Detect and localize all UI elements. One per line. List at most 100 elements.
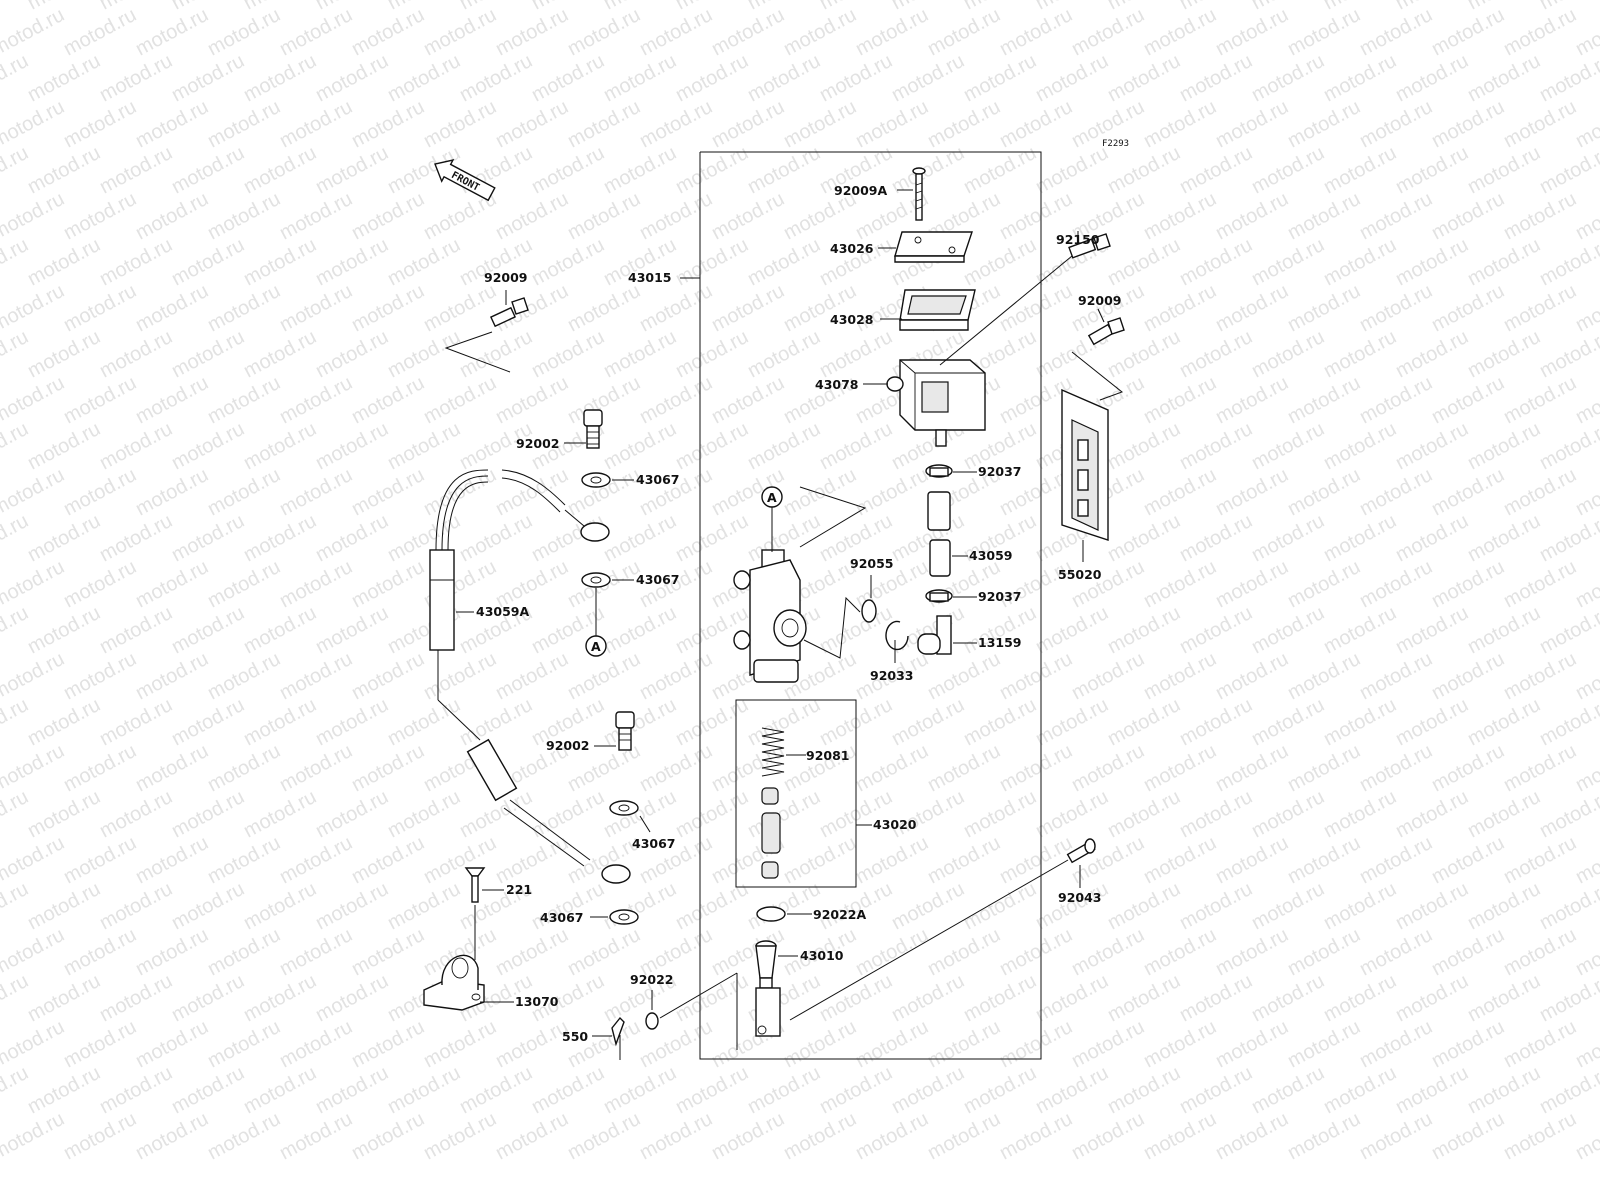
watermark-text: motod.ru — [1248, 0, 1328, 14]
watermark-text: motod.ru — [636, 4, 716, 60]
label-43067-1: 43067 — [636, 472, 680, 487]
watermark-text: motod.ru — [348, 188, 428, 244]
watermark-text: motod.ru — [348, 832, 428, 888]
watermark-text: motod.ru — [996, 1108, 1076, 1164]
watermark-text: motod.ru — [1500, 464, 1580, 520]
watermark-text: motod.ru — [240, 234, 320, 290]
watermark-text: motod.ru — [1140, 832, 1220, 888]
watermark-text: motod.ru — [744, 142, 824, 198]
watermark-text: motod.ru — [1284, 1016, 1364, 1072]
watermark-text: motod.ru — [168, 602, 248, 658]
watermark-text: motod.ru — [420, 280, 500, 336]
watermark-text: motod.ru — [1572, 1108, 1600, 1164]
watermark-text: motod.ru — [312, 602, 392, 658]
watermark-text: motod.ru — [888, 50, 968, 106]
watermark-text: motod.ru — [384, 326, 464, 382]
watermark-text: motod.ru — [348, 1108, 428, 1164]
watermark-text: motod.ru — [276, 556, 356, 612]
watermark-text: motod.ru — [1392, 234, 1472, 290]
watermark-text: motod.ru — [924, 648, 1004, 704]
watermark-text: motod.ru — [1032, 602, 1112, 658]
watermark-text: motod.ru — [60, 556, 140, 612]
watermark-text: motod.ru — [240, 142, 320, 198]
watermark-text: motod.ru — [1104, 418, 1184, 474]
watermark-text: motod.ru — [24, 50, 104, 106]
watermark-text: motod.ru — [456, 50, 536, 106]
watermark-text: motod.ru — [1248, 326, 1328, 382]
watermark-text: motod.ru — [1176, 50, 1256, 106]
watermark-text: motod.ru — [996, 924, 1076, 980]
screw-92009a-icon — [912, 167, 926, 221]
watermark-text: motod.ru — [1428, 372, 1508, 428]
watermark-text: motod.ru — [1392, 418, 1472, 474]
washer-92022-icon — [645, 1012, 659, 1030]
watermark-text: motod.ru — [1140, 188, 1220, 244]
watermark-text: motod.ru — [924, 96, 1004, 152]
watermark-text: motod.ru — [1248, 142, 1328, 198]
watermark-text: motod.ru — [1140, 464, 1220, 520]
watermark-text: motod.ru — [1428, 188, 1508, 244]
reservoir-43078-icon — [886, 359, 986, 447]
label-43067-3: 43067 — [632, 836, 676, 851]
watermark-text: motod.ru — [816, 0, 896, 14]
watermark-text: motod.ru — [24, 234, 104, 290]
label-43059a: 43059A — [476, 604, 529, 619]
washer-43067-3-icon — [609, 800, 639, 816]
watermark-text: motod.ru — [1176, 602, 1256, 658]
watermark-text: motod.ru — [1248, 602, 1328, 658]
ref-marker-a-left-label: A — [591, 639, 601, 654]
watermark-text: motod.ru — [1212, 648, 1292, 704]
watermark-text: motod.ru — [1500, 648, 1580, 704]
watermark-text: motod.ru — [168, 510, 248, 566]
front-arrow-icon: FRONT — [434, 159, 496, 202]
watermark-text: motod.ru — [1032, 0, 1112, 14]
label-92002-top: 92002 — [516, 436, 560, 451]
watermark-text: motod.ru — [1464, 418, 1544, 474]
watermark-text: motod.ru — [1248, 510, 1328, 566]
label-92022: 92022 — [630, 972, 674, 987]
watermark-text: motod.ru — [312, 878, 392, 934]
watermark-text: motod.ru — [204, 372, 284, 428]
label-43015: 43015 — [628, 270, 672, 285]
watermark-text: motod.ru — [816, 326, 896, 382]
watermark-text: motod.ru — [924, 4, 1004, 60]
watermark-text: motod.ru — [708, 4, 788, 60]
watermark-text: motod.ru — [312, 1062, 392, 1118]
watermark-text: motod.ru — [1392, 1062, 1472, 1118]
watermark-text: motod.ru — [1356, 648, 1436, 704]
watermark-text: motod.ru — [24, 142, 104, 198]
watermark-text: motod.ru — [600, 878, 680, 934]
label-92037-top: 92037 — [978, 464, 1022, 479]
watermark-text: motod.ru — [564, 372, 644, 428]
watermark-text: motod.ru — [312, 234, 392, 290]
watermark-text: motod.ru — [384, 234, 464, 290]
watermark-text: motod.ru — [1212, 464, 1292, 520]
piston-kit-box — [735, 699, 857, 888]
watermark-text: motod.ru — [960, 50, 1040, 106]
watermark-text: motod.ru — [996, 740, 1076, 796]
watermark-text: motod.ru — [1572, 280, 1600, 336]
label-43010: 43010 — [800, 948, 844, 963]
watermark-text: motod.ru — [528, 142, 608, 198]
watermark-text: motod.ru — [1068, 648, 1148, 704]
watermark-text: motod.ru — [600, 50, 680, 106]
watermark-text: motod.ru — [348, 464, 428, 520]
watermark-text: motod.ru — [1140, 1108, 1220, 1164]
watermark-text: motod.ru — [672, 418, 752, 474]
label-92002-bottom: 92002 — [546, 738, 590, 753]
watermark-text: motod.ru — [1464, 50, 1544, 106]
watermark-text: motod.ru — [132, 188, 212, 244]
watermark-text: motod.ru — [1284, 372, 1364, 428]
push-rod-43010-icon — [755, 940, 781, 1037]
watermark-text: motod.ru — [1572, 1016, 1600, 1072]
watermark-text: motod.ru — [348, 372, 428, 428]
watermark-text: motod.ru — [312, 0, 392, 14]
watermark-text: motod.ru — [1176, 0, 1256, 14]
watermark-text: motod.ru — [0, 878, 32, 934]
watermark-text: motod.ru — [132, 4, 212, 60]
watermark-text: motod.ru — [1212, 188, 1292, 244]
watermark-text: motod.ru — [852, 96, 932, 152]
diaphragm-43028-icon — [899, 289, 976, 331]
watermark-text: motod.ru — [1572, 648, 1600, 704]
watermark-text: motod.ru — [0, 142, 32, 198]
